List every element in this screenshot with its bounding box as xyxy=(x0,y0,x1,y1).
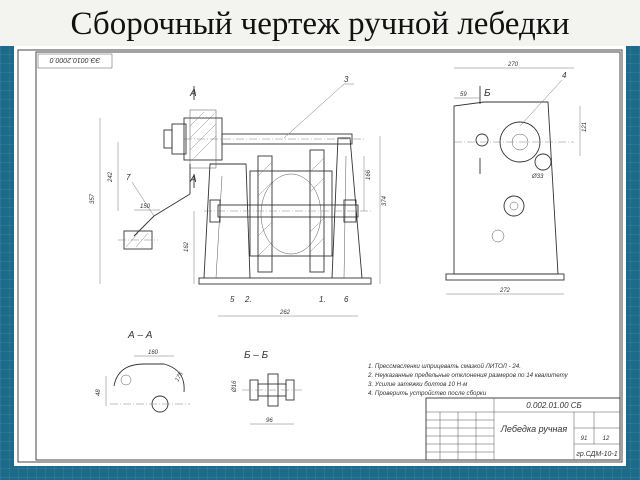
drum xyxy=(249,170,333,257)
section-aa-title: А – А xyxy=(127,330,153,341)
drawing-sheet: ЭЭ.0010.2000.0 xyxy=(14,46,626,466)
callout-5: 5 xyxy=(230,295,235,304)
tb-sheets: 12 xyxy=(603,436,610,442)
callout-2: 2. xyxy=(244,295,252,304)
section-bb-title: Б – Б xyxy=(244,350,269,361)
tb-grid-left xyxy=(426,412,494,460)
dim-374: 374 xyxy=(382,195,388,206)
callout-7: 7 xyxy=(126,173,131,182)
dim-d33: Ø33 xyxy=(531,174,544,180)
note-3: 3. Усилие затяжки болтов 10 Н·м xyxy=(368,381,468,388)
assembly-drawing: ЭЭ.0010.2000.0 xyxy=(17,49,623,463)
inner-frame xyxy=(35,51,621,461)
section-a-a: А – А 160 48 175 xyxy=(96,330,190,413)
drawing-frame xyxy=(17,49,623,463)
side-view: Б 4 270 59 121 Ø33 272 xyxy=(445,62,588,295)
callout-3: 3 xyxy=(344,75,349,84)
slide-title: Сборочный чертеж ручной лебедки xyxy=(70,6,570,42)
section-label-a-bottom: А xyxy=(189,174,197,185)
side-bolt-inner xyxy=(509,201,519,211)
front-view: А А 3 7 5 2. 1. 6 357 242 162 166 374 26… xyxy=(90,75,388,317)
side-pin xyxy=(475,133,489,147)
pawl xyxy=(534,153,552,171)
dim-59: 59 xyxy=(460,92,467,98)
upper-gear xyxy=(189,109,217,169)
handle-hatch xyxy=(125,232,149,248)
note-2: 2. Неуказанные предельные отклонения раз… xyxy=(367,372,569,379)
tb-name: Лебедка ручная xyxy=(500,424,568,434)
title-band xyxy=(0,0,640,46)
drum-hatch xyxy=(257,157,325,257)
bb-dim-d16: Ø16 xyxy=(232,380,238,393)
drum-left-flange xyxy=(257,155,273,273)
aa-dim-160: 160 xyxy=(148,350,159,356)
aa-dim-48: 48 xyxy=(96,389,102,396)
technical-notes: 1. Прессмасленки шприцевать смазкой ЛИТО… xyxy=(367,363,569,397)
upper-gear-hatch xyxy=(189,111,217,159)
dim-270: 270 xyxy=(507,62,519,68)
base-plate xyxy=(198,277,372,285)
title-block: 0.002.01.00 СБ Лебедка ручная 91 12 гр.С… xyxy=(425,397,621,461)
left-nut xyxy=(163,129,173,149)
left-stand-inner xyxy=(215,175,223,279)
tb-code: 0.002.01.00 СБ xyxy=(526,401,581,410)
dim-162: 162 xyxy=(184,241,190,252)
side-bolt xyxy=(503,195,525,217)
dim-121: 121 xyxy=(582,122,588,132)
dim-272: 272 xyxy=(499,288,511,294)
callout-1: 1. xyxy=(319,295,326,304)
callout-6: 6 xyxy=(344,295,349,304)
crank-link-2 xyxy=(133,215,155,237)
tb-sheet: 91 xyxy=(581,436,588,442)
section-label-b: Б xyxy=(484,88,491,99)
dim-262: 262 xyxy=(279,310,291,316)
note-1: 1. Прессмасленки шприцевать смазкой ЛИТО… xyxy=(368,363,521,370)
aa-hole xyxy=(120,374,132,386)
dim-150: 150 xyxy=(140,204,151,210)
side-hole xyxy=(491,229,505,243)
tb-group: гр.СДМ-10-1 xyxy=(576,451,617,458)
rotated-stamp-code: ЭЭ.0010.2000.0 xyxy=(50,56,101,63)
upper-gear-housing xyxy=(183,117,223,161)
callout-4: 4 xyxy=(562,71,567,80)
aa-profile xyxy=(113,363,185,393)
aa-dim-175: 175 xyxy=(175,371,186,383)
crank-link xyxy=(153,193,191,217)
side-base xyxy=(445,273,565,281)
right-stand xyxy=(331,137,363,279)
dim-242: 242 xyxy=(108,171,114,183)
bb-dim-96: 96 xyxy=(266,418,273,424)
title-block-frame xyxy=(425,397,621,461)
rotated-stamp xyxy=(37,53,113,69)
section-label-a-top: А xyxy=(189,88,197,99)
note-4: 4. Проверить устройство после сборки xyxy=(368,390,487,397)
left-stand xyxy=(203,163,251,279)
section-b-b: Б – Б 96 Ø16 xyxy=(232,350,304,425)
shaft-nut-right xyxy=(343,199,357,223)
leader-7 xyxy=(131,181,155,217)
dim-357: 357 xyxy=(90,193,96,204)
leader-4 xyxy=(519,79,563,127)
shaft-nut-left xyxy=(209,199,221,223)
leader-3 xyxy=(283,83,345,139)
drum-flange xyxy=(260,173,322,255)
dim-166: 166 xyxy=(366,169,372,180)
